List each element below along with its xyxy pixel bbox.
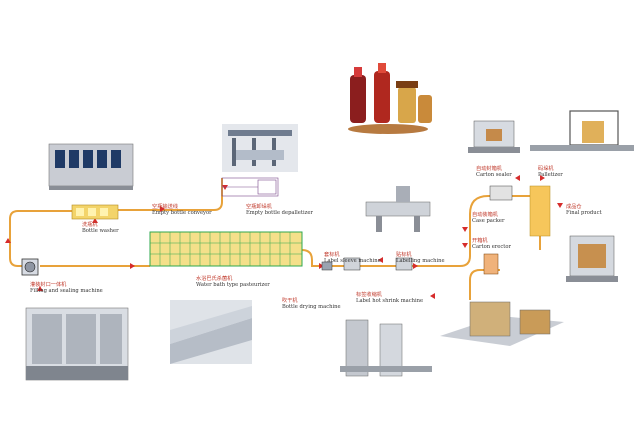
conveyor-line (9, 210, 72, 267)
label-zh: 套标机 (324, 252, 340, 258)
small-machine-icons (321, 185, 551, 275)
label-en: Palletizer (538, 172, 563, 178)
label-zh: 自动装箱机 (472, 212, 498, 218)
label-zh: 空瓶输送线 (152, 204, 178, 210)
label-empty-bottle-conveyor: 空瓶输送线 Empty bottle conveyor (152, 204, 212, 216)
bottle-washer-machine (71, 204, 119, 220)
label-zh: 洗瓶机 (82, 222, 98, 228)
label-carton-erector: 开箱机 Carton erector (472, 238, 511, 250)
label-final-product: 成品仓 Final product (566, 204, 602, 216)
label-zh: 码垛机 (538, 166, 554, 172)
final-product-photo (566, 232, 618, 286)
label-bottle-drying: 吹干机 Bottle drying machine (282, 298, 341, 310)
label-carton-sealer: 自动封箱机 Carton sealer (476, 166, 512, 178)
conveyor-line (301, 249, 330, 267)
depalletizer-photo (222, 124, 298, 172)
sleeve-shrink-photo (340, 316, 432, 386)
label-filling-sealing: 灌装封口一体机 Filling and sealing machine (30, 282, 103, 294)
label-en: Filling and sealing machine (30, 288, 103, 294)
filling-machine-icon (21, 258, 39, 276)
product-bottles-photo (340, 55, 436, 137)
label-en: Carton erector (472, 244, 511, 250)
label-palletizer: 码垛机 Palletizer (538, 166, 563, 178)
label-zh: 空瓶卸垛机 (246, 204, 272, 210)
label-zh: 开箱机 (472, 238, 488, 244)
label-en: Bottle washer (82, 228, 119, 234)
label-zh: 灌装封口一体机 (30, 282, 67, 288)
labelling-machine-photo (362, 180, 434, 236)
conveyor-line (118, 178, 223, 211)
filling-machine-photo (22, 304, 132, 384)
label-en: Water bath type pasteurizer (196, 282, 270, 288)
palletizer-photo (530, 105, 634, 165)
depalletizer-drawing (221, 177, 279, 197)
label-zh: 成品仓 (566, 204, 582, 210)
label-labelling: 贴标机 Labelling machine (396, 252, 445, 264)
label-zh: 自动封箱机 (476, 166, 502, 172)
label-en: Labelling machine (396, 258, 445, 264)
label-en: Final product (566, 210, 602, 216)
label-bottle-washer: 洗瓶机 Bottle washer (82, 222, 119, 234)
carton-sealer-photo (466, 115, 522, 161)
label-en: Case packer (472, 218, 505, 224)
label-en: Bottle drying machine (282, 304, 341, 310)
conveyor-line (469, 269, 500, 300)
pasteurizer-tunnel (149, 231, 303, 267)
label-label-hot-shrink: 标签收缩机 Label hot shrink machine (356, 292, 423, 304)
label-label-sleeve: 套标机 Label sleeve machine (324, 252, 381, 264)
label-en: Empty bottle conveyor (152, 210, 212, 216)
label-en: Label hot shrink machine (356, 298, 424, 304)
label-empty-bottle-depalletizer: 空瓶卸垛机 Empty bottle depalletizer (246, 204, 313, 216)
label-zh: 水浴巴氏杀菌机 (196, 276, 233, 282)
label-zh: 吹干机 (282, 298, 298, 304)
label-water-bath-pasteurizer: 水浴巴氏杀菌机 Water bath type pasteurizer (196, 276, 270, 288)
label-zh: 贴标机 (396, 252, 412, 258)
label-en: Label sleeve machine (324, 258, 381, 264)
label-en: Empty bottle depalletizer (246, 210, 313, 216)
conveyor-line (330, 195, 520, 267)
pasteurizer-photo (170, 300, 252, 364)
label-zh: 标签收缩机 (356, 292, 382, 298)
bottle-washer-photo (45, 136, 137, 196)
case-packing-line-photo (440, 296, 564, 356)
label-case-packer: 自动装箱机 Case packer (472, 212, 504, 224)
label-en: Carton sealer (476, 172, 512, 178)
